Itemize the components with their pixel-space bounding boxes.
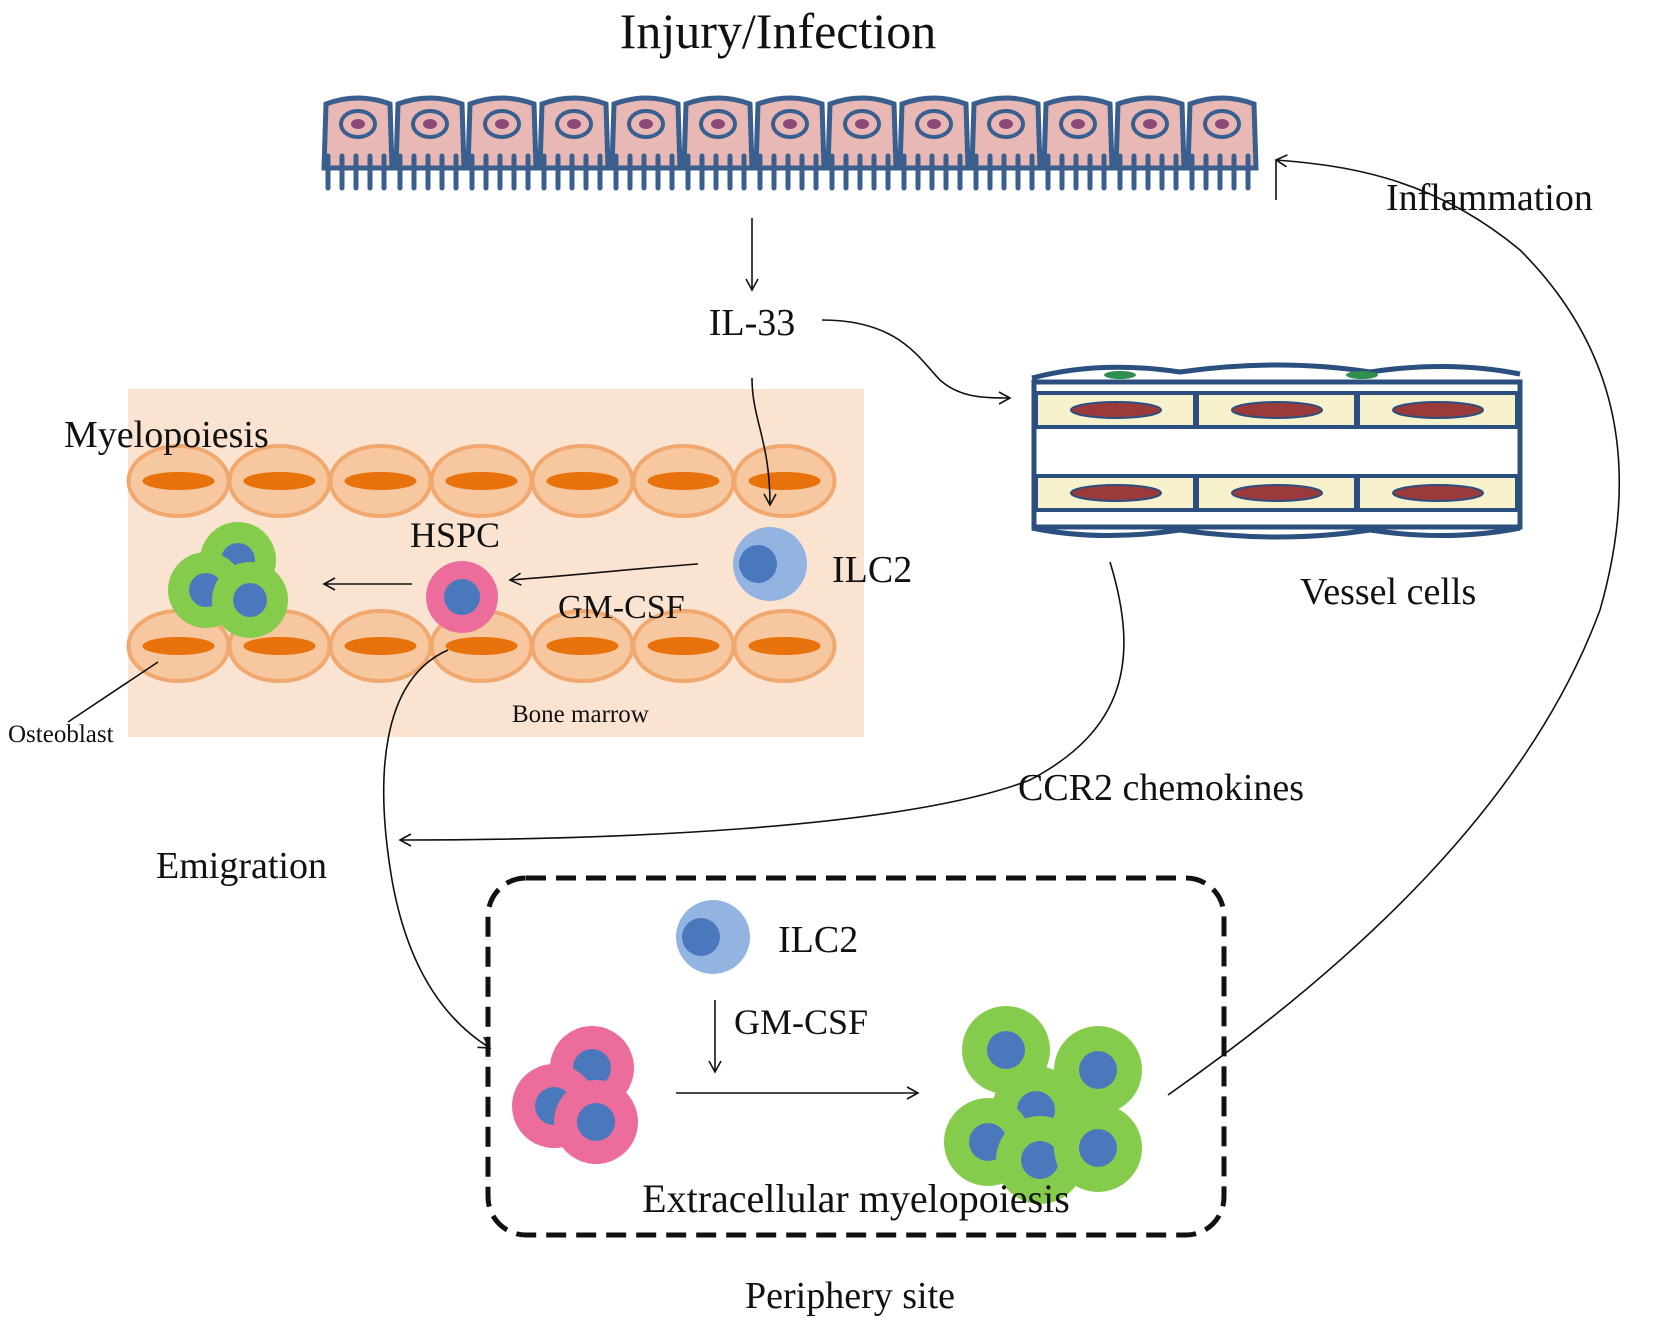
osteoblast-nucleus	[142, 472, 215, 490]
arrow-emigration	[382, 649, 492, 1049]
endothelial-nucleus	[1231, 484, 1323, 502]
ilc2-cell-icon	[733, 527, 807, 601]
epithelial-nucleus	[423, 119, 437, 129]
epithelial-nucleus	[1215, 119, 1229, 129]
epithelium-icon	[321, 95, 1259, 191]
bone-marrow-label: Bone marrow	[512, 701, 649, 728]
arrow-ccr2-chemokines	[398, 561, 1125, 847]
endothelial-nucleus	[1392, 401, 1484, 419]
epithelial-cell	[321, 95, 395, 191]
ilc2-periphery-label: ILC2	[778, 919, 858, 961]
osteoblast-nucleus	[243, 472, 316, 490]
periphery-site-label: Periphery site	[745, 1275, 955, 1317]
osteoblast-nucleus	[546, 472, 619, 490]
osteoblast-nucleus	[546, 637, 619, 655]
hspc-periphery-cluster-icon	[512, 1026, 638, 1164]
blood-vessel-icon	[1031, 362, 1523, 540]
ilc2-bone-label: ILC2	[832, 549, 912, 591]
epithelial-cell	[825, 95, 899, 191]
cell-nucleus	[1021, 1141, 1059, 1179]
epithelial-cell	[465, 95, 539, 191]
title-label: Injury/Infection	[620, 3, 937, 59]
vessel-cells-label: Vessel cells	[1300, 571, 1476, 613]
epithelial-cell	[1185, 95, 1259, 191]
myelopoiesis-label: Myelopoiesis	[64, 414, 269, 456]
epithelial-cell	[537, 95, 611, 191]
extracellular-myelopoiesis-label: Extracellular myelopoiesis	[642, 1176, 1070, 1221]
gmcsf-bone-label: GM-CSF	[558, 589, 685, 626]
ilc2-nucleus	[682, 918, 720, 956]
bone-top-layer	[126, 444, 837, 518]
epithelial-nucleus	[1071, 119, 1085, 129]
arrows	[67, 154, 1621, 1100]
emigration-label: Emigration	[156, 845, 327, 887]
osteoblast-nucleus	[344, 637, 417, 655]
pericyte-nucleus	[1104, 371, 1136, 379]
cell-nucleus	[1079, 1051, 1117, 1089]
il33-label: IL-33	[709, 302, 796, 344]
hspc-cell-icon	[426, 561, 498, 633]
osteoblast-nucleus	[142, 637, 215, 655]
epithelial-cell	[609, 95, 683, 191]
cell-nucleus	[1079, 1129, 1117, 1167]
pericyte-nucleus	[1346, 371, 1378, 379]
inflammation-label: Inflammation	[1386, 177, 1593, 219]
epithelial-cell	[681, 95, 755, 191]
epithelial-nucleus	[927, 119, 941, 129]
hspc-label: HSPC	[410, 515, 500, 555]
epithelial-nucleus	[567, 119, 581, 129]
endothelial-nucleus	[1070, 484, 1162, 502]
epithelial-nucleus	[711, 119, 725, 129]
arrow-il33-to-vessel	[821, 319, 1012, 405]
epithelial-nucleus	[351, 119, 365, 129]
epithelial-cell	[1113, 95, 1187, 191]
vessel-outer-top	[1031, 362, 1521, 381]
ccr2-chemokines-label: CCR2 chemokines	[1018, 767, 1304, 809]
periphery-site-box	[485, 875, 1227, 1238]
osteoblast-nucleus	[344, 472, 417, 490]
osteoblast-nucleus	[445, 472, 518, 490]
epithelial-cell	[1041, 95, 1115, 191]
osteoblast-nucleus	[243, 637, 316, 655]
myeloid-periphery-cluster-icon	[944, 1006, 1142, 1204]
cell-nucleus	[577, 1103, 615, 1141]
osteoblast-nucleus	[445, 637, 518, 655]
osteoblast-label: Osteoblast	[8, 721, 114, 748]
vessel-outer-bottom	[1031, 525, 1521, 540]
epithelial-nucleus	[999, 119, 1013, 129]
epithelial-cell	[897, 95, 971, 191]
gmcsf-periphery-label: GM-CSF	[734, 1002, 868, 1042]
epithelial-nucleus	[855, 119, 869, 129]
cell-nucleus	[987, 1031, 1025, 1069]
endothelial-cell	[1356, 391, 1519, 429]
ilc2-periphery-cell-icon	[676, 900, 750, 974]
bone-bottom-layer	[126, 609, 837, 683]
epithelial-cell	[753, 95, 827, 191]
epithelial-nucleus	[495, 119, 509, 129]
epithelial-nucleus	[1143, 119, 1157, 129]
epithelial-nucleus	[639, 119, 653, 129]
osteoblast-pointer-line	[67, 661, 159, 723]
arrow-il33-to-ilc2	[751, 377, 777, 507]
osteoblast-nucleus	[748, 637, 821, 655]
epithelial-cell	[393, 95, 467, 191]
cell-nucleus	[444, 579, 480, 615]
epithelial-cell	[969, 95, 1043, 191]
endothelial-nucleus	[1392, 484, 1484, 502]
endothelial-nucleus	[1070, 401, 1162, 419]
myeloid-cluster-icon	[168, 522, 288, 638]
arrow-inflammation	[1167, 154, 1621, 1096]
endothelial-nucleus	[1231, 401, 1323, 419]
cell-nucleus	[233, 583, 267, 617]
arrow-ilc2-to-hspc	[508, 563, 699, 586]
osteoblast-nucleus	[647, 637, 720, 655]
osteoblast-nucleus	[748, 472, 821, 490]
epithelial-nucleus	[783, 119, 797, 129]
osteoblast-nucleus	[647, 472, 720, 490]
ilc2-nucleus	[739, 545, 777, 583]
